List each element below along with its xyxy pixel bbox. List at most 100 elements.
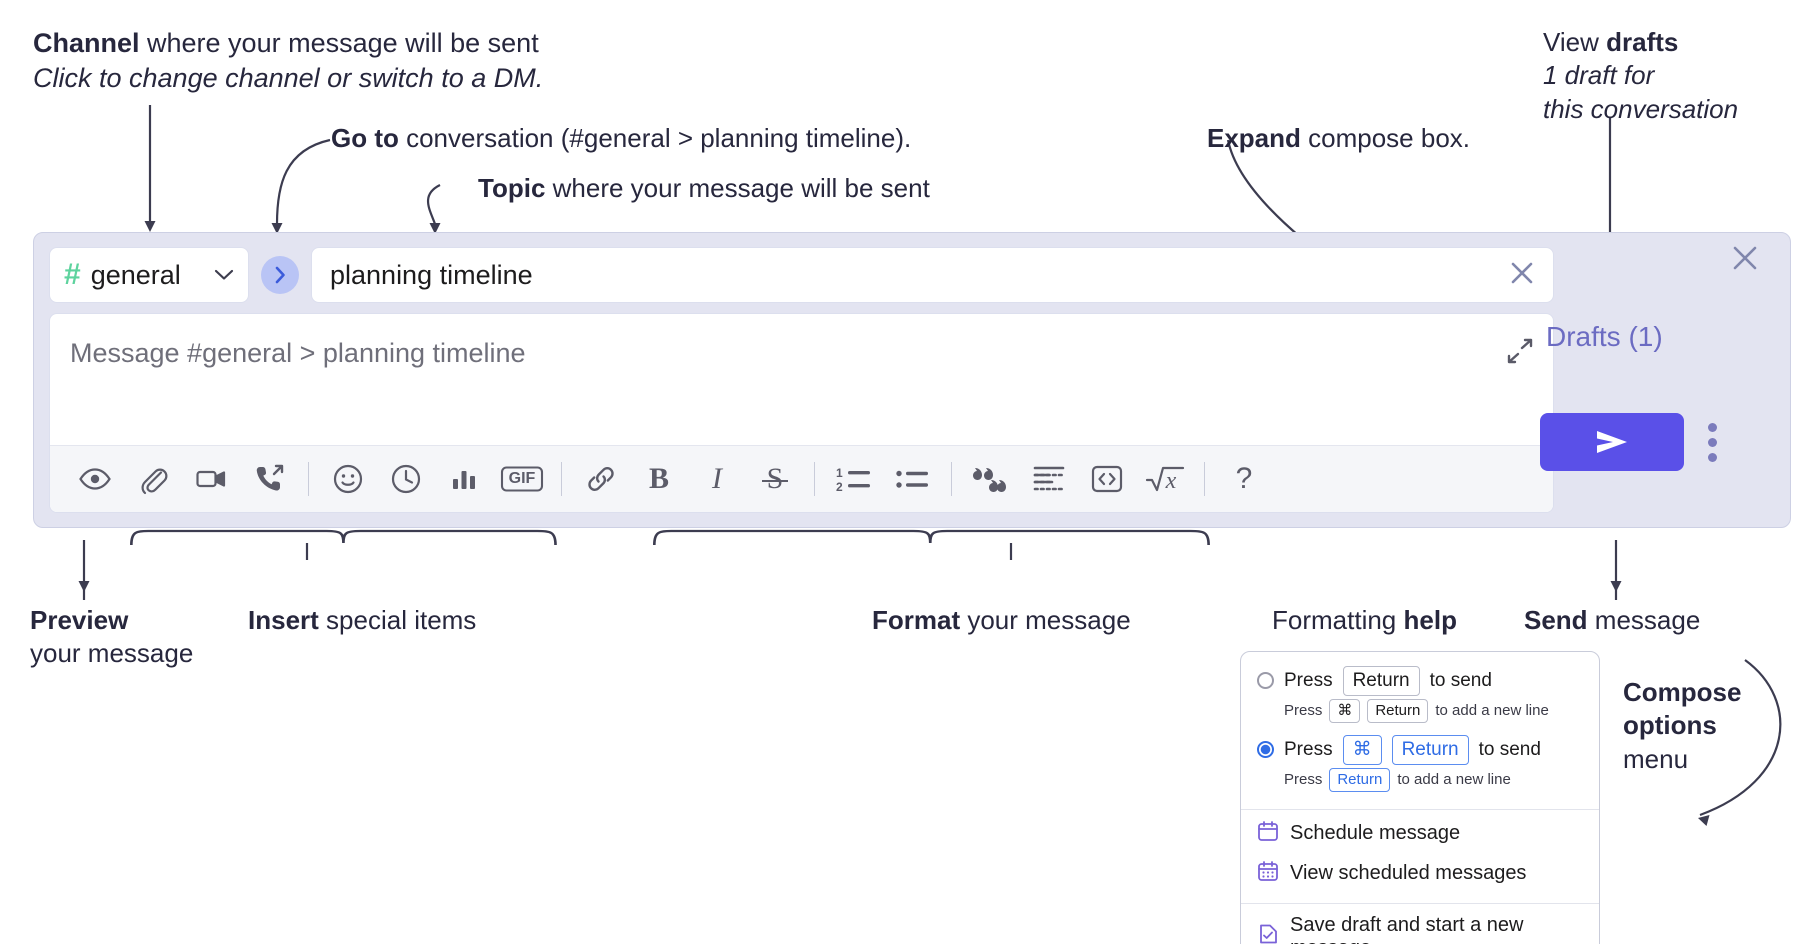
formatting-toolbar: GIF B I S bbox=[50, 445, 1553, 512]
chevron-right-icon bbox=[275, 266, 285, 284]
poll-icon[interactable] bbox=[435, 450, 493, 508]
strikethrough-icon[interactable]: S bbox=[746, 450, 804, 508]
compose-header-row: # general planning timeline bbox=[49, 247, 1554, 303]
toolbar-divider bbox=[308, 462, 309, 496]
toolbar-divider bbox=[951, 462, 952, 496]
anno-drafts: View drafts 1 draft for this conversatio… bbox=[1543, 27, 1739, 124]
toolbar-divider bbox=[561, 462, 562, 496]
anno-expand: Expand compose box. bbox=[1207, 123, 1471, 153]
menu-item-label: Schedule message bbox=[1290, 822, 1461, 845]
topic-input[interactable]: planning timeline bbox=[311, 247, 1554, 303]
message-input-area[interactable]: Message #general > planning timeline bbox=[49, 313, 1554, 513]
anno-compose-options: Compose options menu bbox=[1623, 677, 1742, 774]
inline-code-icon[interactable] bbox=[1078, 450, 1136, 508]
video-icon[interactable] bbox=[182, 450, 240, 508]
key-command: ⌘ bbox=[1342, 734, 1382, 765]
menu-option-return-to-send[interactable]: Press Return to send bbox=[1241, 662, 1599, 696]
svg-text:1: 1 bbox=[836, 466, 843, 480]
help-label: ? bbox=[1235, 462, 1253, 495]
menu-item-label: Save draft and start a new message bbox=[1290, 913, 1524, 944]
preview-icon[interactable] bbox=[66, 450, 124, 508]
svg-text:2: 2 bbox=[836, 480, 843, 494]
key-return: Return bbox=[1342, 666, 1420, 696]
radio-button-selected[interactable] bbox=[1257, 741, 1274, 759]
anno-insert: Insert special items bbox=[248, 605, 477, 635]
send-icon bbox=[1597, 431, 1627, 453]
emoji-icon[interactable] bbox=[319, 450, 377, 508]
link-icon[interactable] bbox=[572, 450, 630, 508]
blockquote-icon[interactable] bbox=[962, 450, 1020, 508]
bold-label: B bbox=[648, 462, 669, 495]
message-placeholder: Message #general > planning timeline bbox=[70, 338, 526, 368]
bold-icon[interactable]: B bbox=[630, 450, 688, 508]
menu-item-save-draft[interactable]: Save draft and start a new message bbox=[1241, 908, 1599, 944]
compose-options-button[interactable] bbox=[1708, 423, 1717, 462]
help-icon[interactable]: ? bbox=[1215, 450, 1273, 508]
menu-item-label: View scheduled messages bbox=[1290, 862, 1527, 885]
compose-options-menu: Press Return to send Press ⌘ Return to a… bbox=[1240, 651, 1600, 944]
anno-topic: Topic where your message will be sent bbox=[478, 173, 930, 203]
key-return: Return bbox=[1329, 767, 1391, 792]
menu-item-schedule-message[interactable]: Schedule message bbox=[1241, 814, 1599, 854]
anno-goto: Go to conversation (#general > planning … bbox=[331, 123, 912, 153]
anno-format: Format your message bbox=[872, 605, 1131, 635]
menu-item-view-scheduled-messages[interactable]: View scheduled messages bbox=[1241, 854, 1599, 894]
gif-label: GIF bbox=[508, 470, 536, 487]
compose-box: # general planning timeline M bbox=[33, 232, 1791, 528]
kebab-dot bbox=[1708, 453, 1717, 462]
sub-b-pre: Press bbox=[1284, 771, 1323, 789]
drafts-link[interactable]: Drafts (1) bbox=[1546, 321, 1663, 352]
call-icon[interactable] bbox=[240, 450, 298, 508]
chevron-down-icon bbox=[214, 265, 234, 286]
code-block-icon[interactable] bbox=[1020, 450, 1078, 508]
calendar-grid-icon bbox=[1257, 860, 1279, 888]
kebab-dot bbox=[1708, 438, 1717, 447]
strike-label: S bbox=[761, 462, 789, 496]
toolbar-divider bbox=[1204, 462, 1205, 496]
channel-name: general bbox=[90, 259, 181, 290]
strike-line bbox=[761, 480, 789, 483]
menu-option-b-sub: Press Return to add a new line bbox=[1241, 765, 1599, 800]
draft-check-icon bbox=[1257, 923, 1279, 944]
sub-a-post: to add a new line bbox=[1435, 702, 1549, 720]
expand-icon[interactable] bbox=[1505, 336, 1535, 371]
anno-send: Send message bbox=[1524, 605, 1701, 635]
close-icon[interactable] bbox=[1507, 258, 1537, 293]
calendar-icon bbox=[1257, 820, 1279, 848]
channel-selector[interactable]: # general bbox=[49, 247, 249, 303]
close-icon[interactable] bbox=[1728, 241, 1762, 280]
sub-a-pre: Press bbox=[1284, 702, 1323, 720]
math-x-label: x bbox=[1165, 467, 1177, 494]
bulleted-list-icon[interactable] bbox=[883, 450, 941, 508]
radio-button[interactable] bbox=[1257, 672, 1274, 690]
attachment-icon[interactable] bbox=[124, 450, 182, 508]
anno-channel: Channel where your message will be sent … bbox=[33, 28, 544, 93]
compose-right-column: Drafts (1) bbox=[1538, 233, 1768, 527]
key-return: Return bbox=[1367, 698, 1429, 723]
go-to-conversation-button[interactable] bbox=[261, 256, 299, 294]
anno-help: Formatting help bbox=[1272, 605, 1457, 635]
option-b-post: to send bbox=[1478, 738, 1541, 760]
menu-option-a-sub: Press ⌘ Return to add a new line bbox=[1241, 696, 1599, 731]
italic-icon[interactable]: I bbox=[688, 450, 746, 508]
italic-label: I bbox=[712, 462, 722, 495]
menu-option-cmd-return-to-send[interactable]: Press ⌘ Return to send bbox=[1241, 731, 1599, 765]
menu-divider bbox=[1241, 902, 1599, 904]
math-icon[interactable]: x bbox=[1136, 450, 1194, 508]
hash-icon: # bbox=[64, 258, 81, 291]
topic-value: planning timeline bbox=[330, 259, 533, 290]
kebab-dot bbox=[1708, 423, 1717, 432]
menu-divider bbox=[1241, 808, 1599, 810]
clock-icon[interactable] bbox=[377, 450, 435, 508]
option-a-post: to send bbox=[1429, 669, 1492, 691]
strike-letter: S bbox=[766, 462, 784, 495]
option-b-pre: Press bbox=[1284, 738, 1333, 760]
option-a-pre: Press bbox=[1284, 669, 1333, 691]
sub-b-post: to add a new line bbox=[1397, 771, 1511, 789]
gif-icon[interactable]: GIF bbox=[493, 450, 551, 508]
send-button[interactable] bbox=[1540, 413, 1684, 471]
toolbar-divider bbox=[814, 462, 815, 496]
key-return: Return bbox=[1391, 734, 1469, 765]
